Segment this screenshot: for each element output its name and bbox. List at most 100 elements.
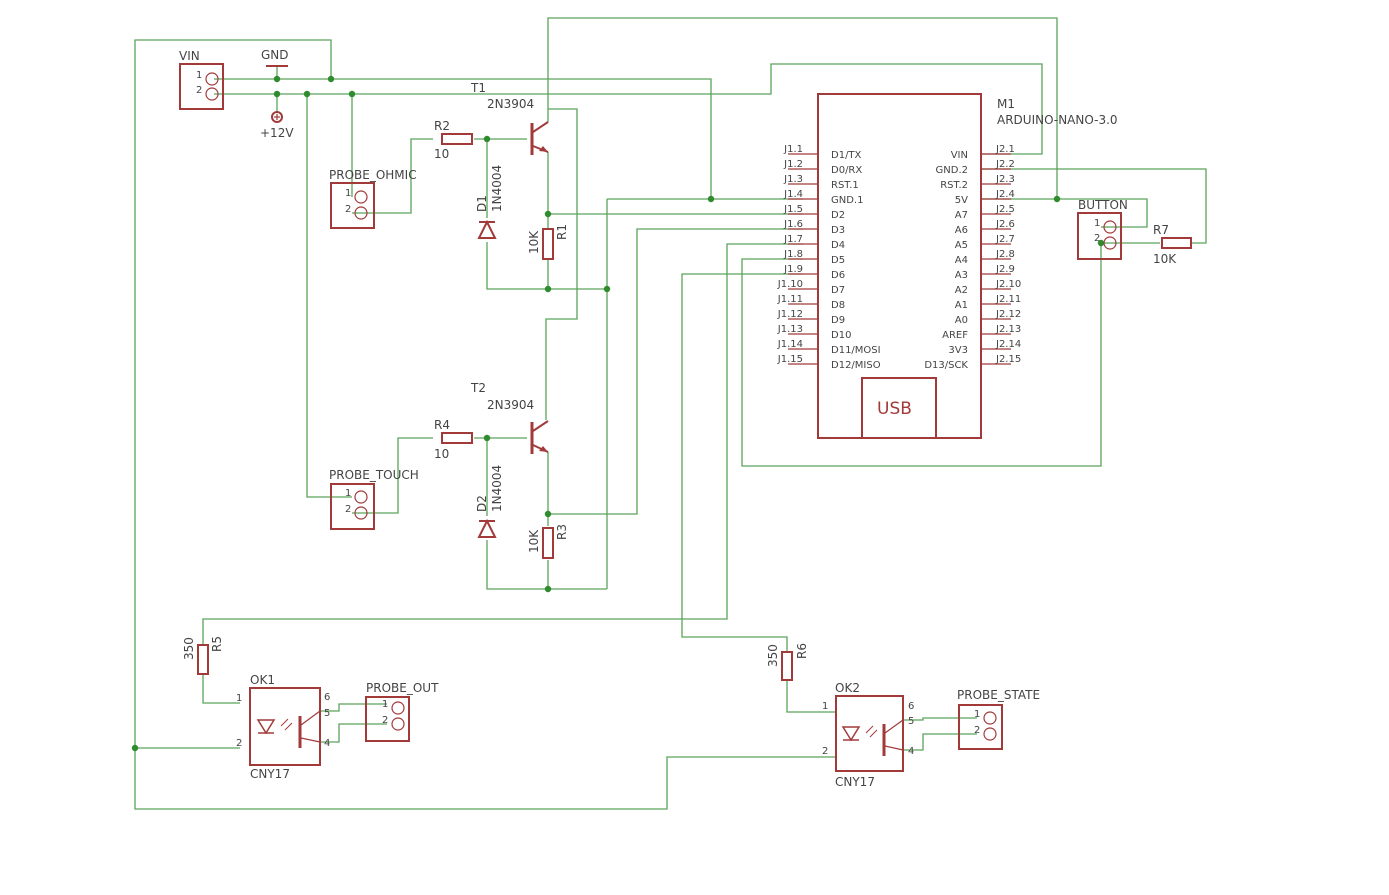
probe-out-connector: 1 2 PROBE_OUT (365, 681, 439, 742)
arduino-right-pin-name: 5V (955, 195, 968, 206)
arduino-right-pin-id: J2.9 (995, 264, 1015, 275)
arduino-right-pin-name: RST.2 (940, 180, 968, 191)
ok2-label: OK2 (835, 681, 860, 695)
ok1-type: CNY17 (250, 767, 290, 781)
arduino-left-pin-id: J1.3 (783, 174, 803, 185)
arduino-left-pin-name: D12/MISO (831, 360, 881, 371)
arduino-left-pin-name: D9 (831, 315, 845, 326)
r2-label: R2 (434, 119, 450, 133)
arduino-left-pin-id: J1.13 (777, 324, 803, 335)
arduino-left-pin-id: J1.8 (783, 249, 803, 260)
r3-value: 10K (527, 529, 541, 553)
arduino-left-pin-name: D1/TX (831, 150, 862, 161)
arduino-left-pin-name: RST.1 (831, 180, 859, 191)
button-connector: 1 2 BUTTON (1077, 198, 1128, 260)
arduino-right-pin-id: J2.12 (995, 309, 1021, 320)
ok2-pin5: 5 (908, 716, 914, 727)
arduino-left-pin-id: J1.14 (777, 339, 803, 350)
arduino-left-pin-name: D5 (831, 255, 845, 266)
probe-state-label: PROBE_STATE (957, 688, 1040, 702)
probe-touch-pin2: 2 (345, 504, 351, 515)
ok2-pin4: 4 (908, 746, 914, 757)
arduino-left-pin-id: J1.15 (777, 354, 803, 365)
d1-label: D1 (475, 195, 489, 212)
arduino-left-pin-name: D7 (831, 285, 845, 296)
arduino-right-pin-name: VIN (951, 150, 968, 161)
arduino-left-pin-id: J1.4 (783, 189, 803, 200)
arduino-left-pin-id: J1.9 (783, 264, 803, 275)
arduino-right-pin-id: J2.11 (995, 294, 1021, 305)
arduino-right-pin-name: AREF (942, 330, 968, 341)
arduino-right-pin-name: A2 (955, 285, 968, 296)
probe-state-connector: 1 2 PROBE_STATE (957, 688, 1040, 750)
arduino-nano: USB M1 ARDUINO-NANO-3.0 J1.1D1/TXJ1.2D0/… (777, 93, 1118, 439)
resistor-r1: 10K R1 (527, 224, 569, 260)
arduino-left-pin-name: D3 (831, 225, 845, 236)
usb-label: USB (877, 399, 912, 419)
arduino-left-pin-id: J1.2 (783, 159, 803, 170)
d2-type: 1N4004 (490, 465, 504, 512)
t2-type: 2N3904 (487, 398, 534, 412)
vin-label: VIN (179, 49, 200, 63)
d2-label: D2 (475, 495, 489, 512)
arduino-right-pin-id: J2.15 (995, 354, 1021, 365)
arduino-right-pin-name: A4 (955, 255, 968, 266)
vin-connector: 1 2 VIN (179, 49, 224, 110)
probe-state-pin2: 2 (974, 725, 980, 736)
arduino-right-pin-name: A1 (955, 300, 968, 311)
arduino-right-pin-name: A0 (955, 315, 968, 326)
arduino-right-pin-name: A7 (955, 210, 968, 221)
r6-label: R6 (795, 643, 809, 659)
arduino-right-pin-name: D13/SCK (924, 360, 968, 371)
ok1-pin5: 5 (324, 708, 330, 719)
r5-value: 350 (182, 637, 196, 660)
resistor-r3: 10K R3 (527, 524, 569, 559)
resistor-r4: R4 10 (434, 418, 473, 461)
r1-label: R1 (555, 224, 569, 240)
arduino-left-pin-name: D8 (831, 300, 845, 311)
resistor-r5: 350 R5 (182, 636, 224, 675)
gnd-symbol: GND (261, 48, 289, 67)
arduino-right-pin-name: 3V3 (948, 345, 968, 356)
probe-state-pin1: 1 (974, 709, 980, 720)
resistor-r2: R2 10 (434, 119, 473, 161)
probe-touch-connector: 1 2 PROBE_TOUCH (329, 468, 419, 530)
d1-type: 1N4004 (490, 165, 504, 212)
probe-ohmic-connector: 1 2 PROBE_OHMIC (329, 168, 417, 229)
arduino-right-pin-name: GND.2 (936, 165, 968, 176)
probe-out-pin2: 2 (382, 715, 388, 726)
probe-ohmic-pin2: 2 (345, 204, 351, 215)
diode-d2: D2 1N4004 (475, 465, 504, 538)
arduino-left-pin-name: D2 (831, 210, 845, 221)
probe-out-pin1: 1 (382, 699, 388, 710)
probe-ohmic-pin1: 1 (345, 188, 351, 199)
arduino-right-pin-id: J2.1 (995, 144, 1015, 155)
arduino-left-pin-name: GND.1 (831, 195, 863, 206)
ok1-pin4: 4 (324, 738, 330, 749)
arduino-left-pin-name: D4 (831, 240, 845, 251)
m1-label: M1 (997, 97, 1015, 111)
arduino-right-pin-id: J2.8 (995, 249, 1015, 260)
ok2-type: CNY17 (835, 775, 875, 789)
vin-pin1: 1 (196, 70, 202, 81)
arduino-left-pin-name: D6 (831, 270, 845, 281)
arduino-left-pin-name: D11/MOSI (831, 345, 881, 356)
arduino-left-pin-id: J1.11 (777, 294, 803, 305)
arduino-right-pin-id: J2.7 (995, 234, 1015, 245)
probe-touch-label: PROBE_TOUCH (329, 468, 419, 482)
arduino-left-pin-id: J1.5 (783, 204, 803, 215)
r7-value: 10K (1153, 252, 1177, 266)
arduino-right-pin-name: A5 (955, 240, 968, 251)
button-label: BUTTON (1078, 198, 1128, 212)
arduino-left-pin-id: J1.6 (783, 219, 803, 230)
button-pin2: 2 (1094, 233, 1100, 244)
r2-value: 10 (434, 147, 449, 161)
transistor-t2: T2 2N3904 (470, 381, 549, 454)
arduino-right-pin-id: J2.6 (995, 219, 1015, 230)
v12-symbol: +12V (260, 111, 294, 140)
t2-label: T2 (470, 381, 486, 395)
t1-type: 2N3904 (487, 97, 534, 111)
ok1-pin2: 2 (236, 738, 242, 749)
junctions (131, 75, 1105, 752)
